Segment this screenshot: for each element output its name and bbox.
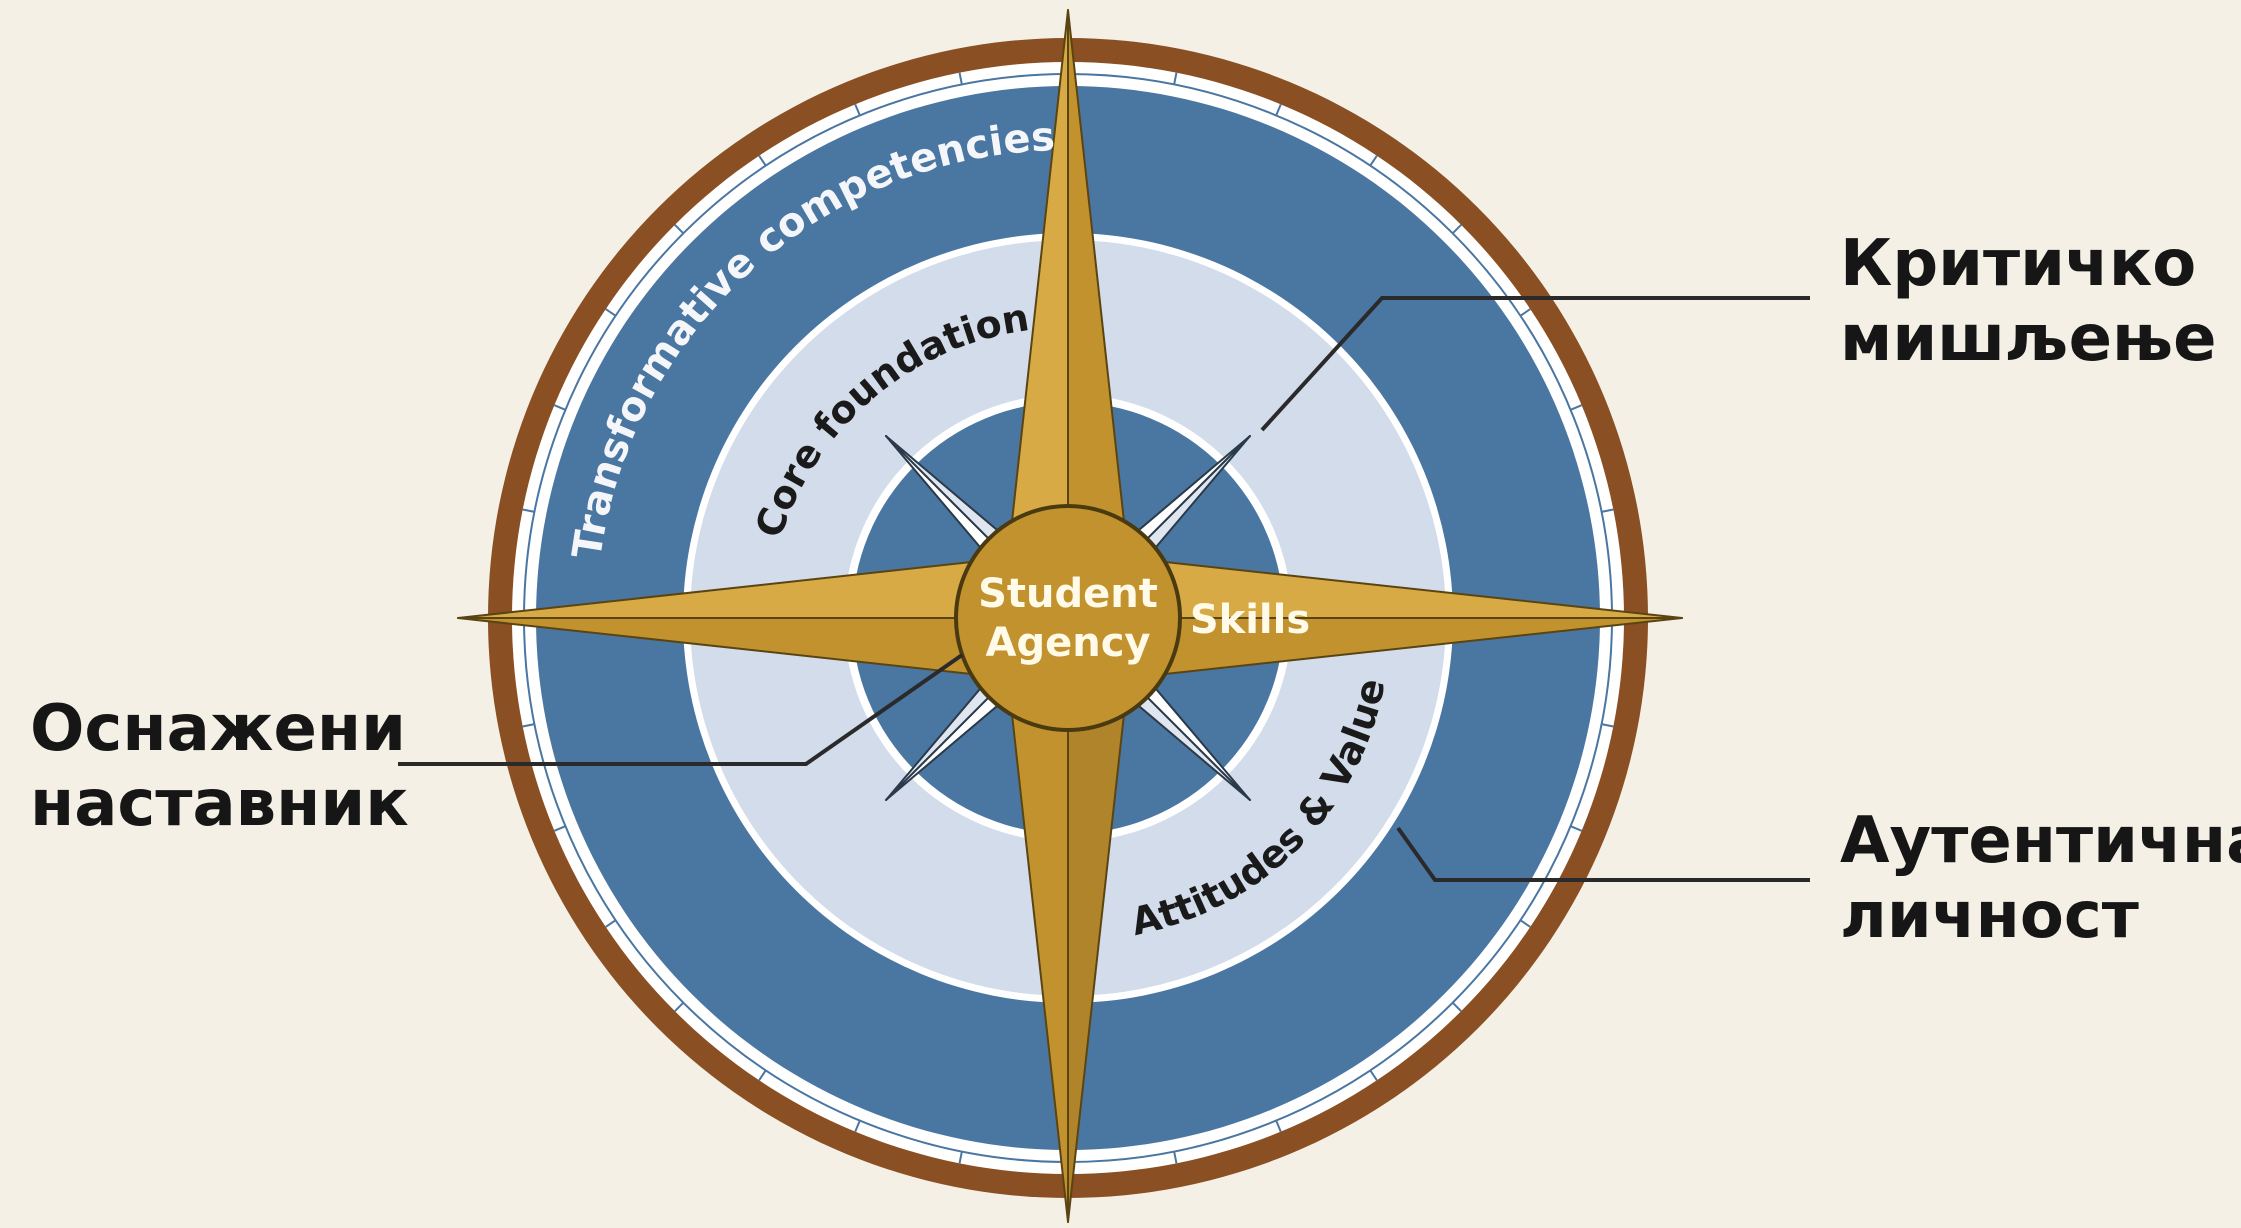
center-hub [954, 504, 1182, 732]
rim-tick [1601, 508, 1614, 513]
rim-tick [1519, 919, 1531, 928]
skills-label: Skills [1190, 597, 1310, 643]
critical-label-line2: мишљење [1840, 302, 2217, 376]
teacher-label-line2: наставник [30, 767, 409, 841]
rim-tick [605, 919, 617, 928]
teacher-label-line1: Оснажени [30, 692, 406, 766]
callout-lines [398, 296, 1810, 882]
authentic-label-line1: Аутентична [1840, 804, 2241, 878]
rim-tick [758, 1069, 767, 1081]
rim-tick [1570, 825, 1583, 832]
authentic-callout-line [1396, 826, 1810, 882]
rim-tick [522, 508, 535, 513]
rim-tick [854, 103, 861, 116]
rim-tick [605, 308, 617, 317]
rim-tick [1570, 404, 1583, 411]
critical-label-line1: Критичко [1840, 227, 2196, 301]
rim-tick [674, 224, 685, 235]
authentic-label-line2: личност [1840, 879, 2139, 953]
rim-tick [1369, 1069, 1378, 1081]
rim-tick [1173, 1151, 1178, 1164]
rim-tick [674, 1001, 685, 1012]
rim-tick [553, 404, 566, 411]
rim-tick [1451, 224, 1462, 235]
rim-tick [522, 723, 535, 728]
rim-tick [553, 825, 566, 832]
teacher-callout-line [398, 653, 964, 766]
rim-tick [1173, 72, 1178, 85]
rim-tick [854, 1120, 861, 1133]
center-label-line1: Student [978, 571, 1158, 617]
rim-tick [1519, 308, 1531, 317]
critical-callout-line [1260, 296, 1810, 432]
rim-tick [1369, 155, 1378, 167]
rim-tick [1601, 723, 1614, 728]
center-label-line2: Agency [986, 620, 1151, 666]
rim-tick [958, 72, 963, 85]
rim-tick [1275, 103, 1282, 116]
main-star [457, 9, 1683, 1223]
rim-tick [758, 155, 767, 167]
rim-tick [958, 1151, 963, 1164]
rim-tick [1275, 1120, 1282, 1133]
rim-tick [1451, 1001, 1462, 1012]
